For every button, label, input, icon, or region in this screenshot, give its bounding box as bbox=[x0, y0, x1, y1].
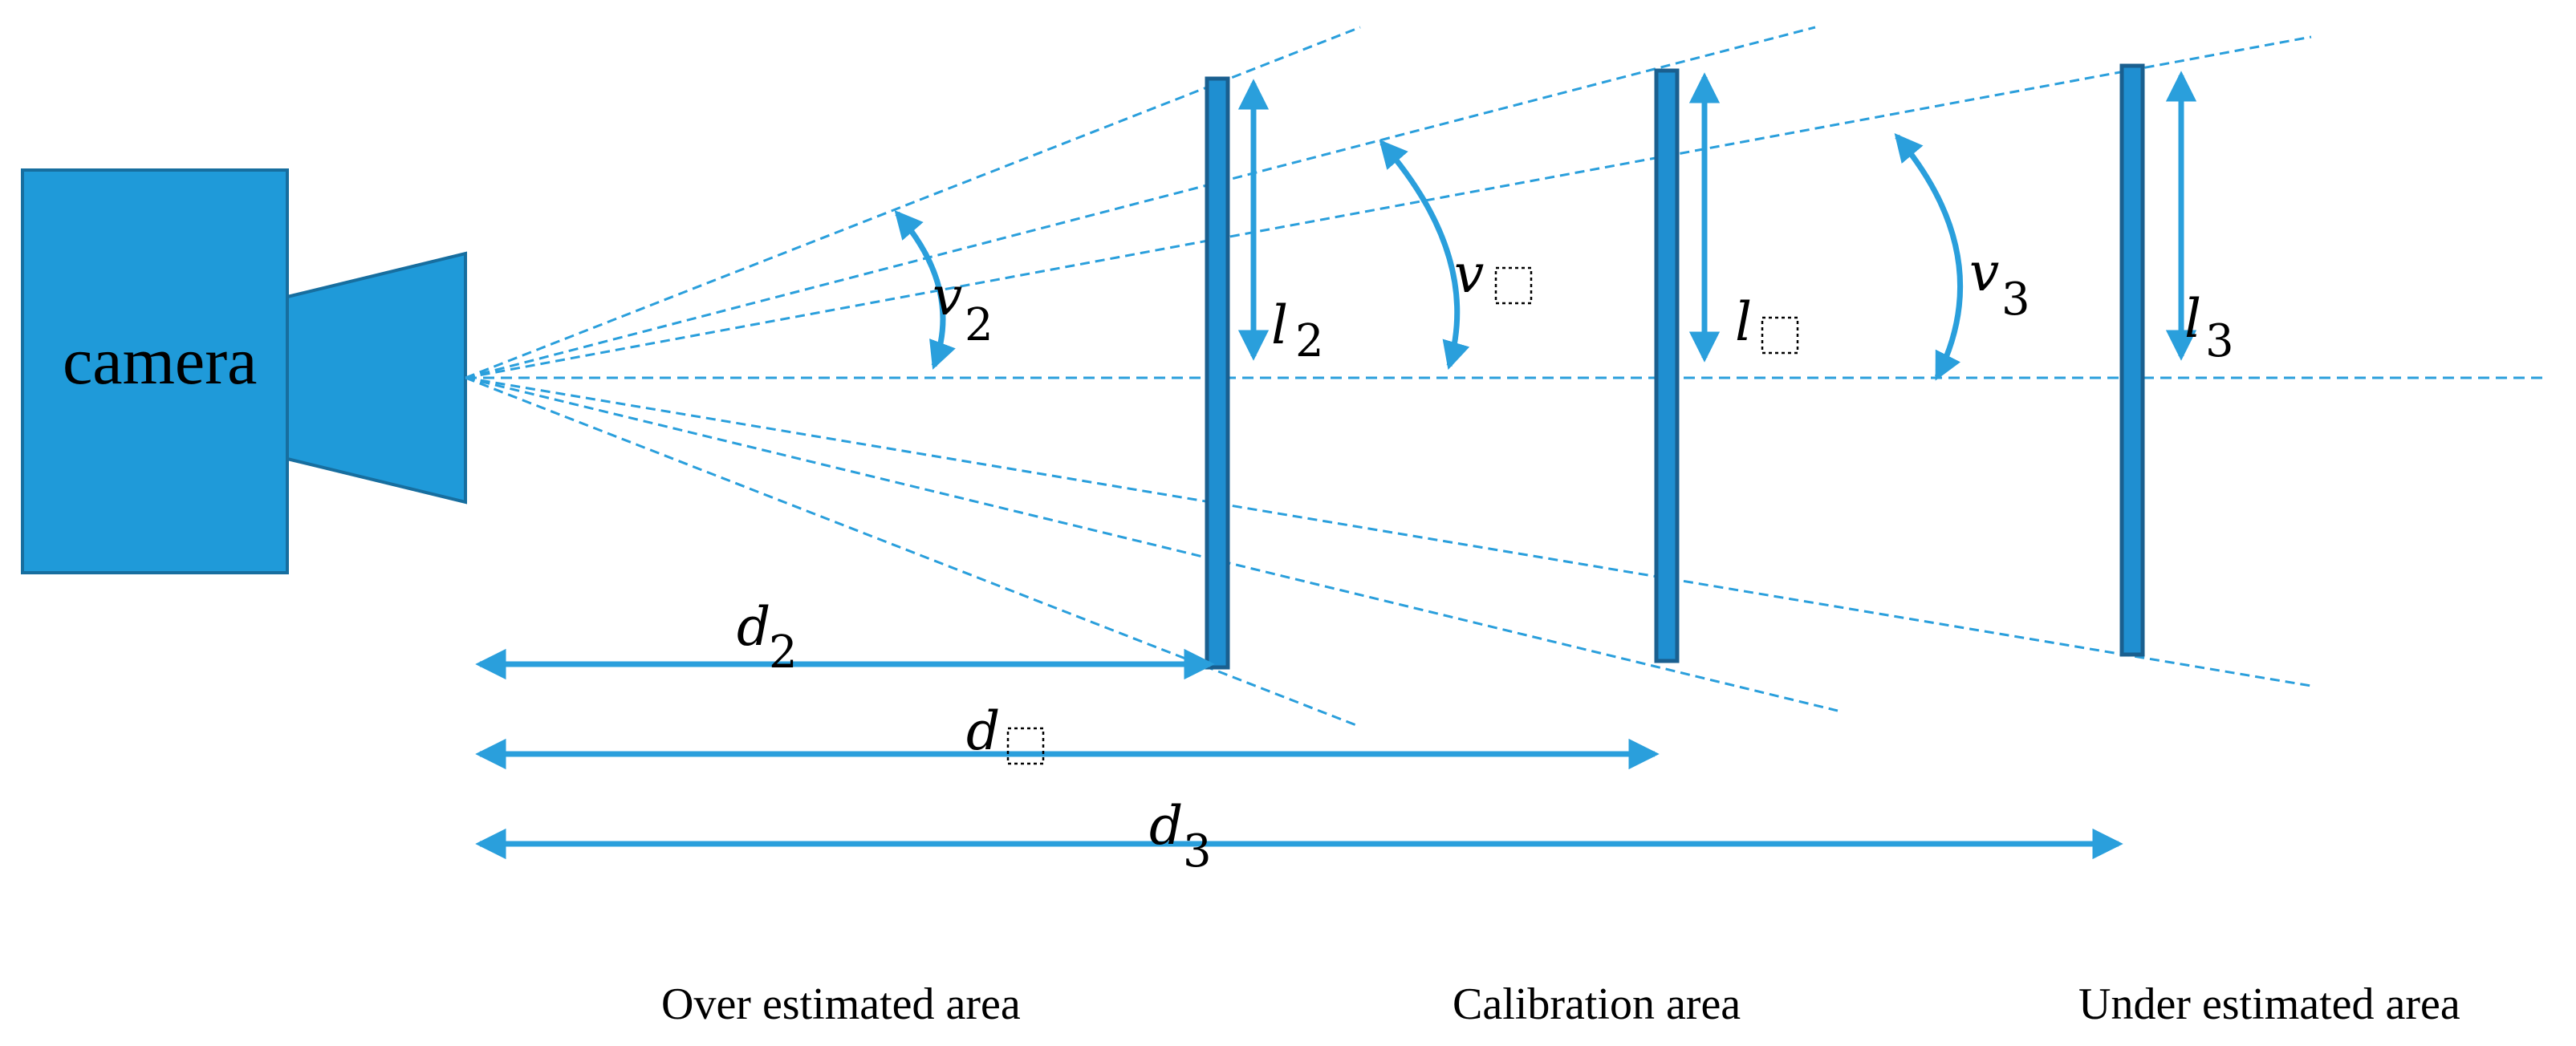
v-cal-angle-arc bbox=[1379, 140, 1470, 371]
label-v3: v 3 bbox=[1969, 241, 2030, 326]
camera-lens bbox=[286, 251, 467, 505]
v3-angle-arc bbox=[1894, 132, 1964, 381]
ray-cal-top bbox=[465, 26, 1816, 379]
ray-far-bottom bbox=[465, 376, 2312, 687]
label-d-cal: d bbox=[966, 700, 1045, 765]
v2-angle-arc bbox=[894, 210, 956, 370]
missing-glyph-box bbox=[1761, 316, 1799, 355]
svg-text:d: d bbox=[1149, 795, 1183, 857]
target-bar-far bbox=[2119, 63, 2145, 657]
svg-text:3: 3 bbox=[2205, 315, 2234, 367]
svg-text:l: l bbox=[1735, 291, 1752, 353]
svg-text:v: v bbox=[1454, 243, 1484, 305]
svg-text:3: 3 bbox=[2001, 274, 2030, 326]
svg-text:3: 3 bbox=[1183, 825, 1212, 878]
svg-text:d: d bbox=[737, 596, 770, 658]
calibration-area-label: Calibration area bbox=[1453, 979, 1741, 1029]
target-bar-near bbox=[1205, 76, 1230, 670]
label-v-cal: v bbox=[1454, 243, 1533, 305]
label-v2: v 2 bbox=[932, 266, 993, 351]
camera-body bbox=[21, 168, 289, 574]
camera-label: camera bbox=[63, 324, 257, 399]
over-estimated-area-label: Over estimated area bbox=[661, 979, 1021, 1029]
svg-text:l: l bbox=[2184, 288, 2201, 350]
svg-text:2: 2 bbox=[1295, 315, 1324, 367]
ray-cal-bottom bbox=[465, 376, 1839, 712]
svg-text:l: l bbox=[1271, 294, 1288, 356]
ray-far-top bbox=[465, 35, 2312, 379]
label-l3: l 3 bbox=[2184, 288, 2234, 367]
svg-text:2: 2 bbox=[769, 626, 798, 679]
under-estimated-area-label: Under estimated area bbox=[2078, 979, 2460, 1029]
label-d2: d 2 bbox=[737, 596, 798, 679]
svg-text:2: 2 bbox=[965, 299, 993, 351]
target-bar-calibration bbox=[1654, 68, 1680, 663]
label-d3: d 3 bbox=[1149, 795, 1212, 878]
svg-text:v: v bbox=[932, 266, 962, 327]
missing-glyph-box bbox=[1494, 266, 1533, 305]
missing-glyph-box bbox=[1006, 727, 1045, 765]
label-l-cal: l bbox=[1735, 291, 1799, 355]
svg-text:d: d bbox=[966, 700, 1000, 762]
camera-icon: camera bbox=[21, 168, 467, 574]
label-l2: l 2 bbox=[1271, 294, 1324, 367]
svg-text:v: v bbox=[1969, 241, 1999, 303]
